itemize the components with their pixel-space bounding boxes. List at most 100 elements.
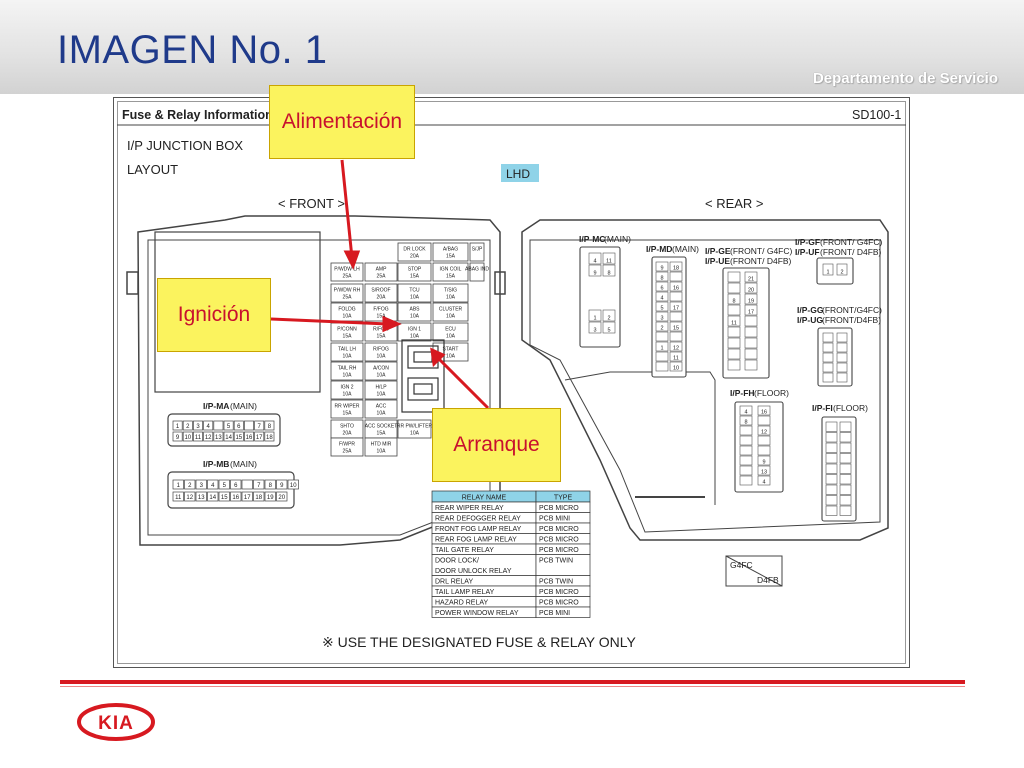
connector-pin — [727, 315, 741, 327]
pin-number: 10 — [184, 435, 191, 441]
pin-number: 2 — [840, 270, 843, 276]
connector-pin — [836, 362, 848, 373]
pin-number: 15 — [221, 495, 228, 501]
pin-number: 3 — [660, 316, 663, 322]
connector-pin — [588, 309, 602, 322]
pin-number: 19 — [748, 299, 754, 305]
connector-pin — [739, 465, 753, 476]
connector-pin — [233, 420, 244, 431]
relay-table-header: TYPE — [554, 495, 573, 502]
connector-pin — [757, 425, 771, 436]
pin-number: 11 — [606, 259, 612, 265]
fuse-slot — [330, 437, 364, 457]
connector-pin — [655, 271, 669, 282]
fuse-rating: 10A — [446, 354, 456, 360]
fuse-slot — [397, 302, 432, 322]
connector-pin — [195, 479, 207, 490]
fuse-rating: 15A — [377, 314, 387, 320]
fuse-rating: 10A — [343, 354, 353, 360]
pin-number: 16 — [246, 435, 253, 441]
connector-pin — [825, 463, 838, 474]
relay-name: REAR FOG LAMP RELAY — [435, 537, 517, 544]
connector-uf-desc: (FRONT/ D4FB) — [820, 247, 882, 257]
fuse-rating: 10A — [377, 354, 387, 360]
fuse-slot — [397, 242, 432, 262]
relay-name: DOOR LOCK/ — [435, 558, 479, 565]
relay-type: PCB MICRO — [539, 505, 579, 512]
connector-pin — [757, 475, 771, 486]
callout-arranque: Arranque — [432, 408, 561, 482]
connector-pin — [276, 491, 288, 502]
fuse-rating: 15A — [343, 334, 353, 340]
pin-number: 16 — [673, 286, 679, 292]
pin-number: 4 — [207, 424, 211, 430]
connector-pin — [254, 420, 265, 431]
pin-number: 15 — [673, 326, 679, 332]
relay-type: PCB MINI — [539, 516, 570, 523]
connector-gg-desc: (FRONT/G4FC) — [822, 305, 882, 315]
pin-number: 9 — [280, 483, 284, 489]
relay-name: TAIL LAMP RELAY — [435, 589, 495, 596]
connector-pin — [839, 453, 852, 464]
box-subtitle: LAYOUT — [127, 162, 178, 177]
fuse-slot — [330, 342, 364, 362]
connector-pin — [207, 479, 219, 490]
connector-pin — [602, 321, 616, 334]
fuse-name: A/BAG — [443, 247, 458, 253]
connector-pin — [744, 271, 758, 283]
connector-pin — [744, 315, 758, 327]
connector-mb-id: I/P-MB — [203, 459, 229, 469]
department-label: Departamento de Servicio — [812, 70, 998, 87]
fuse-slot — [397, 322, 432, 342]
connector-pin — [757, 465, 771, 476]
fuse-name: ABAG IND — [465, 267, 489, 273]
relay-name: DRL RELAY — [435, 579, 473, 586]
connector-md-id: I/P-MD — [646, 244, 672, 254]
connector-pin — [727, 348, 741, 360]
connector-pin — [757, 455, 771, 466]
connector-pin — [655, 291, 669, 302]
pin-number: 1 — [176, 424, 180, 430]
connector-pin — [655, 361, 669, 372]
fuse-slot — [364, 399, 398, 419]
pin-number: 16 — [761, 410, 767, 416]
pin-number: 17 — [673, 306, 679, 312]
connector-pin — [264, 420, 275, 431]
pin-number: 16 — [232, 495, 239, 501]
fuse-name: AMP — [376, 267, 388, 273]
fuse-name: ACC — [376, 404, 387, 410]
connector-pin — [669, 261, 683, 272]
connector-pin — [195, 491, 207, 502]
connector-pin — [825, 474, 838, 485]
connector-pin — [276, 479, 288, 490]
connector-pin — [822, 372, 834, 383]
fuse-name: FOLDG — [338, 307, 355, 313]
connector-pin — [839, 505, 852, 516]
pin-number: 14 — [209, 495, 216, 501]
fuse-rating: 10A — [410, 295, 420, 301]
pin-number: 8 — [744, 420, 747, 426]
fuse-rating: 25A — [343, 295, 353, 301]
connector-pin — [822, 332, 834, 343]
connector-pin — [744, 304, 758, 316]
connector-gf-housing — [816, 257, 854, 285]
connector-pin — [602, 309, 616, 322]
fuse-name: ACC SOCKET — [365, 424, 398, 430]
kia-logo-text: KIA — [98, 713, 134, 734]
fuse-name: SHTO — [340, 424, 354, 430]
connector-pin — [839, 495, 852, 506]
callout-alimentacion: Alimentación — [269, 85, 415, 159]
connector-pin — [253, 479, 265, 490]
fuse-rating: 10A — [446, 314, 456, 320]
connector-pin — [739, 405, 753, 416]
connector-ma-id: I/P-MA — [203, 401, 229, 411]
fuse-name: TCU — [409, 288, 420, 294]
fuse-name: START — [443, 347, 459, 353]
pin-number: 13 — [198, 495, 205, 501]
connector-pin — [184, 479, 196, 490]
variant-bottom: D4FB — [757, 575, 779, 585]
fuse-name: R/FOG — [373, 347, 389, 353]
connector-pin — [655, 301, 669, 312]
designated-note: ※ USE THE DESIGNATED FUSE & RELAY ONLY — [322, 634, 637, 650]
fuse-name: HTD MIR — [371, 442, 392, 448]
